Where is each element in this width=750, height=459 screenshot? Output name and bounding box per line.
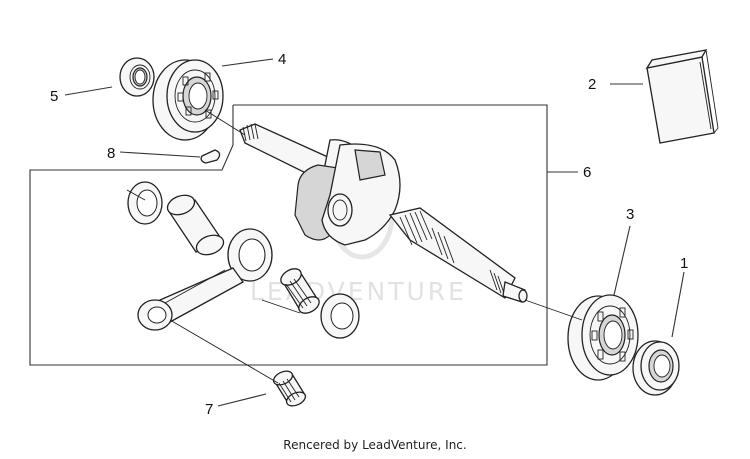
connecting-rod[interactable] — [137, 228, 273, 331]
thrust-washer-right[interactable] — [320, 293, 360, 339]
callout-5[interactable]: 5 — [50, 88, 58, 105]
footer-credit: Rencered by LeadVenture, Inc. — [283, 438, 467, 452]
part-5-oil-seal[interactable] — [119, 57, 155, 97]
callout-8[interactable]: 8 — [107, 145, 115, 162]
part-4-main-bearing[interactable] — [152, 59, 224, 141]
part-2-manual-packet[interactable] — [645, 49, 719, 144]
callout-labels: 1 2 3 4 5 6 7 8 — [50, 51, 688, 418]
callout-6[interactable]: 6 — [583, 164, 591, 181]
part-3-main-bearing[interactable] — [567, 294, 639, 381]
callout-1[interactable]: 1 — [680, 255, 688, 272]
crank-pin[interactable] — [165, 192, 226, 258]
part-8-woodruff-key[interactable] — [200, 149, 221, 164]
callout-7[interactable]: 7 — [205, 401, 213, 418]
leader-lines — [64, 58, 685, 407]
part-6-crankshaft[interactable] — [239, 123, 528, 303]
thrust-washer-left[interactable] — [127, 181, 163, 225]
callout-4[interactable]: 4 — [278, 51, 286, 68]
callout-2[interactable]: 2 — [588, 76, 596, 93]
assembly-boundary — [29, 104, 548, 366]
needle-bearing-big-end[interactable] — [278, 265, 322, 316]
part-7-small-end-bearing[interactable] — [271, 368, 307, 408]
callout-3[interactable]: 3 — [626, 206, 634, 223]
part-1-oil-seal[interactable] — [632, 340, 680, 396]
